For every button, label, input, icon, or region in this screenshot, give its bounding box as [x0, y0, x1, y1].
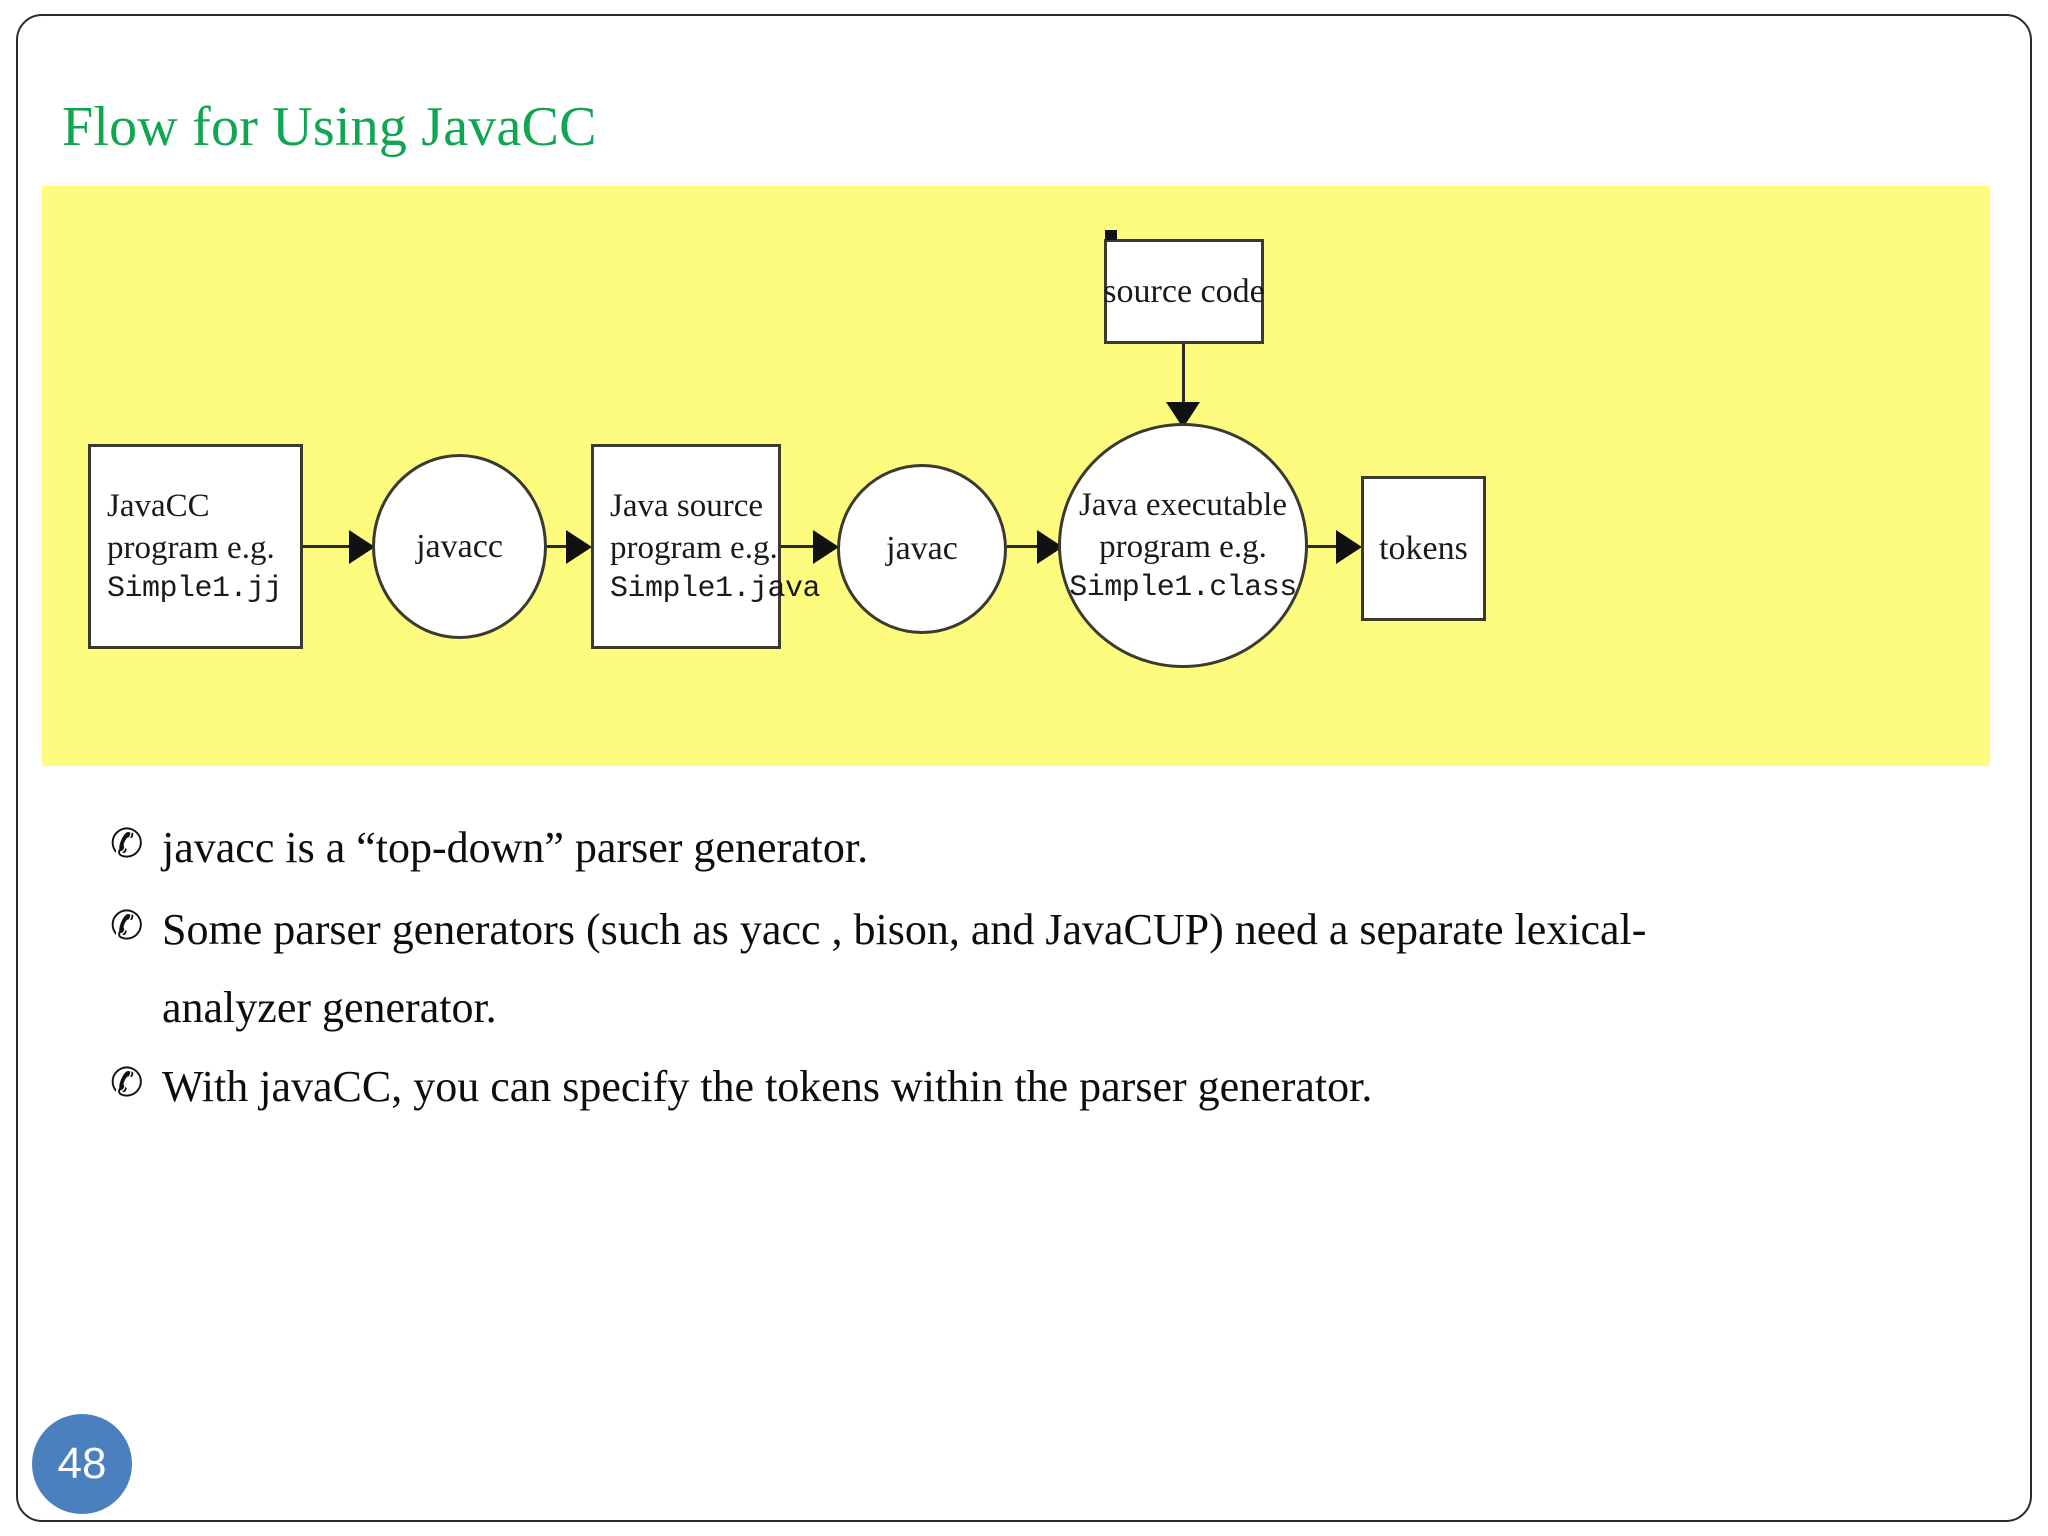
- list-item: ✆ With javaCC, you can specify the token…: [110, 1055, 1960, 1119]
- page-number-badge: 48: [32, 1414, 132, 1514]
- node-label: source code: [1103, 272, 1265, 310]
- diagram-node-javac-tool[interactable]: javac: [837, 464, 1007, 634]
- arrowhead-right-icon: [1336, 530, 1362, 564]
- arrowhead-right-icon: [813, 530, 839, 564]
- diagram-node-javacc-tool[interactable]: javacc: [372, 454, 547, 639]
- node-line-1: JavaCC: [107, 488, 210, 525]
- node-label: javacc: [416, 527, 503, 565]
- slide-canvas: Flow for Using JavaCC source code JavaCC…: [16, 14, 2032, 1522]
- list-item-text: Some parser generators (such as yacc , b…: [162, 904, 1647, 954]
- loudspeaker-icon: ✆: [110, 1060, 144, 1107]
- diagram-node-source-code[interactable]: source code: [1103, 239, 1265, 344]
- loudspeaker-icon: ✆: [110, 821, 144, 867]
- edge-source-code-to-java-executable: [1182, 344, 1185, 409]
- loudspeaker-icon: ✆: [110, 902, 144, 949]
- list-item: ✆ javacc is a “top-down” parser generato…: [110, 816, 1960, 880]
- diagram-node-javacc-source[interactable]: JavaCC program e.g. Simple1.jj: [88, 444, 303, 649]
- diagram-node-tokens[interactable]: tokens: [1361, 476, 1486, 621]
- edge-java-source-to-javac: [781, 545, 817, 548]
- javacc-flow-diagram: source code JavaCC program e.g. Simple1.…: [42, 186, 1990, 766]
- node-line-1: Java source: [610, 488, 764, 525]
- edge-javacc-to-java-source: [547, 545, 571, 548]
- list-item-text: javacc is a “top-down” parser generator.: [162, 823, 869, 872]
- edge-java-executable-to-tokens: [1308, 545, 1340, 548]
- list-item-text: With javaCC, you can specify the tokens …: [162, 1062, 1373, 1112]
- arrowhead-right-icon: [566, 530, 592, 564]
- node-line-3: Simple1.class: [1069, 570, 1297, 605]
- list-item-continuation: analyzer generator.: [162, 982, 497, 1032]
- node-label: tokens: [1379, 529, 1468, 567]
- node-line-3: Simple1.jj: [107, 571, 283, 606]
- node-line-2: program e.g.: [610, 530, 778, 567]
- bullet-list: ✆ javacc is a “top-down” parser generato…: [110, 816, 1960, 1137]
- node-line-2: program e.g.: [107, 530, 275, 567]
- node-label: javac: [886, 530, 958, 568]
- arrowhead-right-icon: [349, 530, 375, 564]
- node-line-1: Java executable: [1079, 487, 1287, 524]
- page-title: Flow for Using JavaCC: [62, 96, 597, 158]
- edge-javacc-source-to-javacc: [303, 545, 353, 548]
- diagram-node-java-executable[interactable]: Java executable program e.g. Simple1.cla…: [1058, 423, 1308, 668]
- list-item: ✆ Some parser generators (such as yacc ,…: [110, 898, 1960, 962]
- source-code-corner-mark: [1105, 230, 1117, 240]
- node-line-3: Simple1.java: [610, 571, 821, 606]
- diagram-node-java-source[interactable]: Java source program e.g. Simple1.java: [591, 444, 821, 649]
- node-line-2: program e.g.: [1099, 529, 1267, 566]
- edge-javac-to-java-executable: [1007, 545, 1043, 548]
